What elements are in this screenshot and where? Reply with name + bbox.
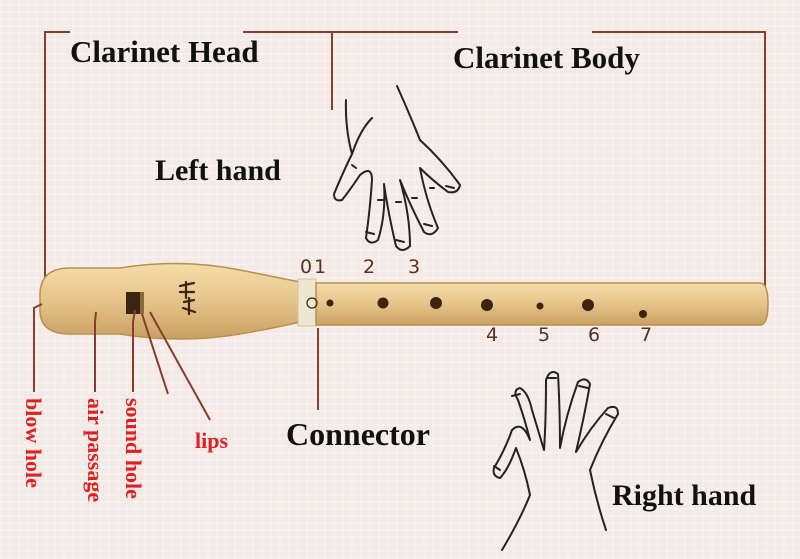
head-bracket: [44, 31, 70, 280]
hole-number-4: 4: [486, 324, 499, 346]
finger-hole-3: [430, 297, 442, 309]
lips-label: lips: [195, 428, 229, 453]
finger-hole-5: [536, 302, 544, 310]
left-hand-icon: [333, 85, 461, 251]
clarinet-body-label: Clarinet Body: [453, 40, 640, 75]
blow-hole-label: blow hole: [21, 398, 46, 488]
finger-hole-2: [377, 297, 389, 309]
blow-hole-pointer: [33, 303, 43, 392]
hole-number-5: 5: [538, 324, 551, 346]
hole-number-3: 3: [408, 256, 421, 278]
air-passage-pointer: [94, 311, 97, 392]
hole-number-0: 0: [300, 256, 313, 278]
section-brackets: [44, 31, 766, 318]
sound-hole-window: [126, 292, 140, 314]
hole-number-6: 6: [588, 324, 601, 346]
finger-hole-7: [639, 310, 647, 318]
clarinet-head-label: Clarinet Head: [70, 34, 259, 69]
finger-hole-6: [582, 299, 594, 311]
calligraphy-mark: [178, 280, 197, 316]
recorder-head-piece: [39, 262, 301, 340]
pointer-lines: [33, 303, 319, 421]
body-bracket-right: [592, 31, 766, 318]
connector-label: Connector: [286, 416, 430, 452]
right-hand-icon: [492, 371, 619, 551]
finger-hole-1: [326, 299, 334, 307]
hole-number-2: 2: [363, 256, 376, 278]
right-hand-label: Right hand: [612, 479, 757, 512]
hole-number-1: 1: [314, 256, 327, 278]
sound-hole-edge: [140, 292, 144, 314]
sound-hole-pointer-2: [141, 313, 169, 395]
sound-hole-label: sound hole: [121, 398, 146, 499]
air-passage-label: air passage: [83, 398, 108, 503]
finger-hole-4: [481, 299, 493, 311]
thumb-hole-0: [306, 297, 318, 309]
sound-hole-pointer: [132, 309, 136, 392]
left-hand-label: Left hand: [155, 154, 281, 187]
hole-number-7: 7: [640, 324, 653, 346]
lips-pointer: [149, 311, 211, 421]
recorder: [39, 262, 769, 340]
